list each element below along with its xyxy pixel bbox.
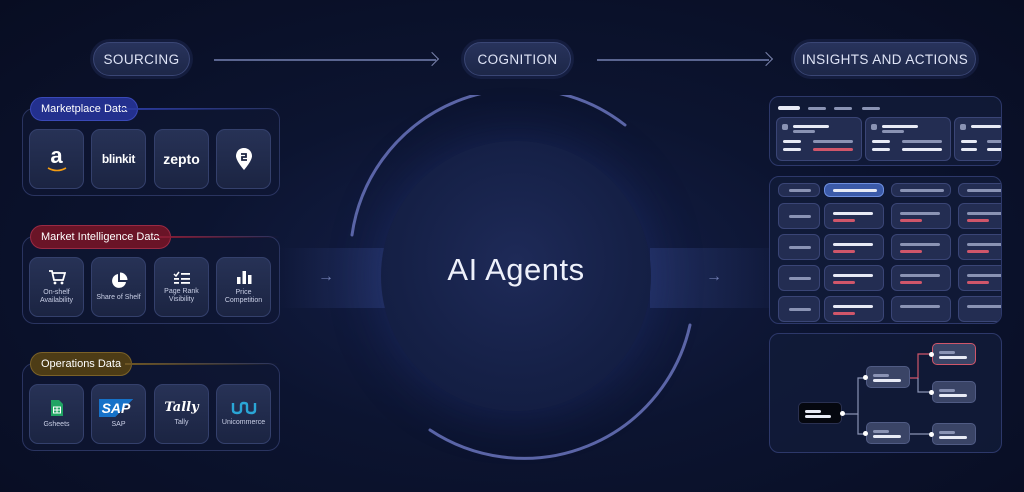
- arrow-head-icon: [758, 51, 774, 67]
- zepto-logo: zepto: [163, 151, 200, 167]
- arrow-cognition-to-insights: [597, 59, 769, 61]
- amazon-logo: a: [50, 143, 63, 168]
- ranking-list-icon: [172, 271, 190, 284]
- flow-band-left: [280, 248, 390, 308]
- panel-decision-tree: [769, 333, 1002, 453]
- tile-tally: Tally Tally: [154, 384, 209, 444]
- mini-card: [865, 117, 951, 161]
- group-label-intelligence: Market Intelligence Data: [30, 225, 171, 249]
- unicommerce-logo-icon: [231, 401, 256, 414]
- tile-caption: Gsheets: [43, 420, 70, 428]
- mini-card: [776, 117, 862, 161]
- group-operations: Gsheets SAP SAP Tally Tally Unicommerce: [22, 363, 280, 451]
- tree-node: [932, 423, 976, 445]
- core-title: AI Agents: [447, 252, 585, 287]
- tile-caption: Price Competition: [224, 288, 263, 304]
- tile-zepto: zepto: [154, 129, 209, 189]
- group-underline-operations: [125, 363, 280, 365]
- ai-agents-core: [381, 141, 651, 411]
- mini-card: [954, 117, 1001, 161]
- group-label-operations: Operations Data: [30, 352, 133, 376]
- orbit-arcs: [350, 95, 692, 460]
- tile-caption: Page Rank Visibility: [164, 287, 199, 303]
- tile-share-of-shelf: Share of Shelf: [91, 257, 146, 317]
- bar-chart-icon: [236, 270, 251, 284]
- panel-dashboard-cards: [769, 96, 1002, 166]
- tally-logo: Tally: [164, 400, 199, 416]
- swiggy-logo-icon: [235, 148, 252, 170]
- amazon-smile-icon: [47, 167, 66, 172]
- tile-caption: Share of Shelf: [96, 293, 141, 301]
- cart-icon: [48, 269, 66, 285]
- arrow-sourcing-to-cognition: [214, 59, 436, 61]
- blinkit-logo: blinkit: [101, 152, 136, 166]
- group-underline-marketplace: [120, 108, 280, 110]
- tile-swiggy: [216, 129, 271, 189]
- tree-node: [932, 381, 976, 403]
- tree-connectors: [842, 353, 932, 435]
- tile-caption: SAP: [111, 420, 126, 428]
- stage-sourcing: SOURCING: [93, 42, 190, 76]
- sap-logo: SAP: [98, 398, 139, 417]
- tile-gsheets: Gsheets: [29, 384, 84, 444]
- group-intelligence: On-shelf Availability Share of Shelf Pag…: [22, 236, 280, 324]
- tile-caption: On-shelf Availability: [40, 288, 73, 304]
- pie-chart-icon: [111, 272, 127, 288]
- flow-arrow-in-icon: →: [318, 268, 334, 285]
- tile-price-competition: Price Competition: [216, 257, 271, 317]
- flow-arrow-out-icon: →: [706, 268, 722, 285]
- tile-caption: Tally: [174, 419, 189, 427]
- tile-sap: SAP SAP: [91, 384, 146, 444]
- tree-root-node: [798, 402, 842, 424]
- tile-blinkit: blinkit: [91, 129, 146, 189]
- group-marketplace: a blinkit zepto: [22, 108, 280, 196]
- tile-amazon: a: [29, 129, 84, 189]
- arrow-head-icon: [424, 51, 440, 67]
- gsheets-icon: [50, 399, 63, 416]
- flow-band-right: [650, 248, 770, 308]
- tile-unicommerce: Unicommerce: [216, 384, 271, 444]
- tree-node: [866, 366, 910, 388]
- tree-node-highlighted: [932, 343, 976, 365]
- tile-page-rank-visibility: Page Rank Visibility: [154, 257, 209, 317]
- tree-node: [866, 422, 910, 444]
- panel-data-table: [769, 176, 1002, 324]
- tile-on-shelf-availability: On-shelf Availability: [29, 257, 84, 317]
- stage-cognition: COGNITION: [464, 42, 571, 76]
- tile-caption: Unicommerce: [221, 418, 266, 426]
- group-underline-intelligence: [155, 236, 280, 238]
- stage-insights-and-actions: INSIGHTS AND ACTIONS: [794, 42, 976, 76]
